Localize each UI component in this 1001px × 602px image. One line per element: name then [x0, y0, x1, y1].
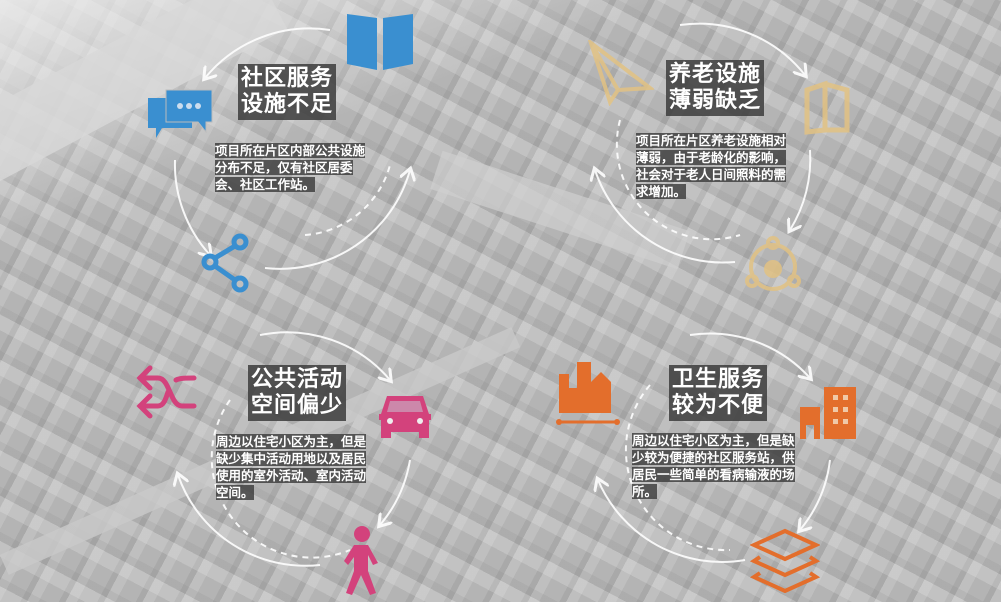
arc — [264, 170, 410, 270]
car-icon — [379, 396, 431, 438]
arc — [259, 331, 390, 380]
description-text: 周边以住宅小区为主，但是缺少集中活动用地以及居民使用的室外活动、室内活动空间。 — [216, 434, 367, 500]
arc — [173, 159, 210, 255]
title-line: 养老设施 — [669, 62, 762, 87]
section-title-public-activity-space: 公共活动空间偏少 — [248, 365, 347, 421]
description-text: 项目所在片区内部公共设施分布不足，仅有社区居委会、社区工作站。 — [215, 143, 366, 192]
title-line: 较为不便 — [672, 393, 765, 418]
arc — [210, 399, 351, 559]
title-line: 公共活动 — [251, 367, 344, 392]
section-description: 周边以住宅小区为主，但是缺少集中活动用地以及居民使用的室外活动、室内活动空间。 — [216, 433, 376, 501]
shuffle-arrows-icon — [136, 365, 197, 419]
arc — [598, 480, 746, 563]
paper-plane-icon — [588, 40, 654, 106]
factory-icon — [556, 362, 620, 425]
arc — [790, 149, 812, 230]
network-icon — [745, 236, 801, 291]
section-title-elderly-facilities: 养老设施薄弱缺乏 — [666, 60, 765, 116]
section-description: 周边以住宅小区为主，但是缺少较为便捷的社区服务站，供居民一些简单的看病输液的场所… — [632, 432, 797, 500]
walking-person-icon — [344, 526, 378, 595]
title-line: 设施不足 — [241, 92, 334, 117]
section-title-community-services: 社区服务设施不足 — [238, 64, 337, 120]
description-text: 项目所在片区养老设施相对薄弱，由于老龄化的影响，社会对于老人日间照料的需求增加。 — [636, 133, 787, 199]
building-icon — [800, 387, 856, 439]
arc — [800, 459, 831, 530]
share-icon — [201, 233, 249, 293]
title-line: 社区服务 — [241, 66, 334, 91]
map-icon — [804, 80, 850, 135]
arc — [615, 119, 741, 241]
arc — [178, 475, 321, 567]
chat-icon — [148, 89, 213, 138]
layers-icon — [750, 528, 820, 593]
arc — [679, 22, 805, 75]
section-description: 项目所在片区内部公共设施分布不足，仅有社区居委会、社区工作站。 — [215, 142, 375, 193]
arc — [689, 332, 810, 378]
section-description: 项目所在片区养老设施相对薄弱，由于老龄化的影响，社会对于老人日间照料的需求增加。 — [636, 132, 796, 200]
description-text: 周边以住宅小区为主，但是缺少较为便捷的社区服务站，供居民一些简单的看病输液的场所… — [632, 433, 795, 499]
arc — [304, 164, 391, 236]
arc — [205, 27, 331, 78]
title-line: 薄弱缺乏 — [669, 88, 762, 113]
arc — [380, 459, 411, 525]
book-icon — [347, 14, 413, 70]
title-line: 卫生服务 — [672, 367, 765, 392]
arc — [595, 170, 736, 264]
section-title-health-services: 卫生服务较为不便 — [669, 365, 768, 421]
title-line: 空间偏少 — [251, 393, 344, 418]
